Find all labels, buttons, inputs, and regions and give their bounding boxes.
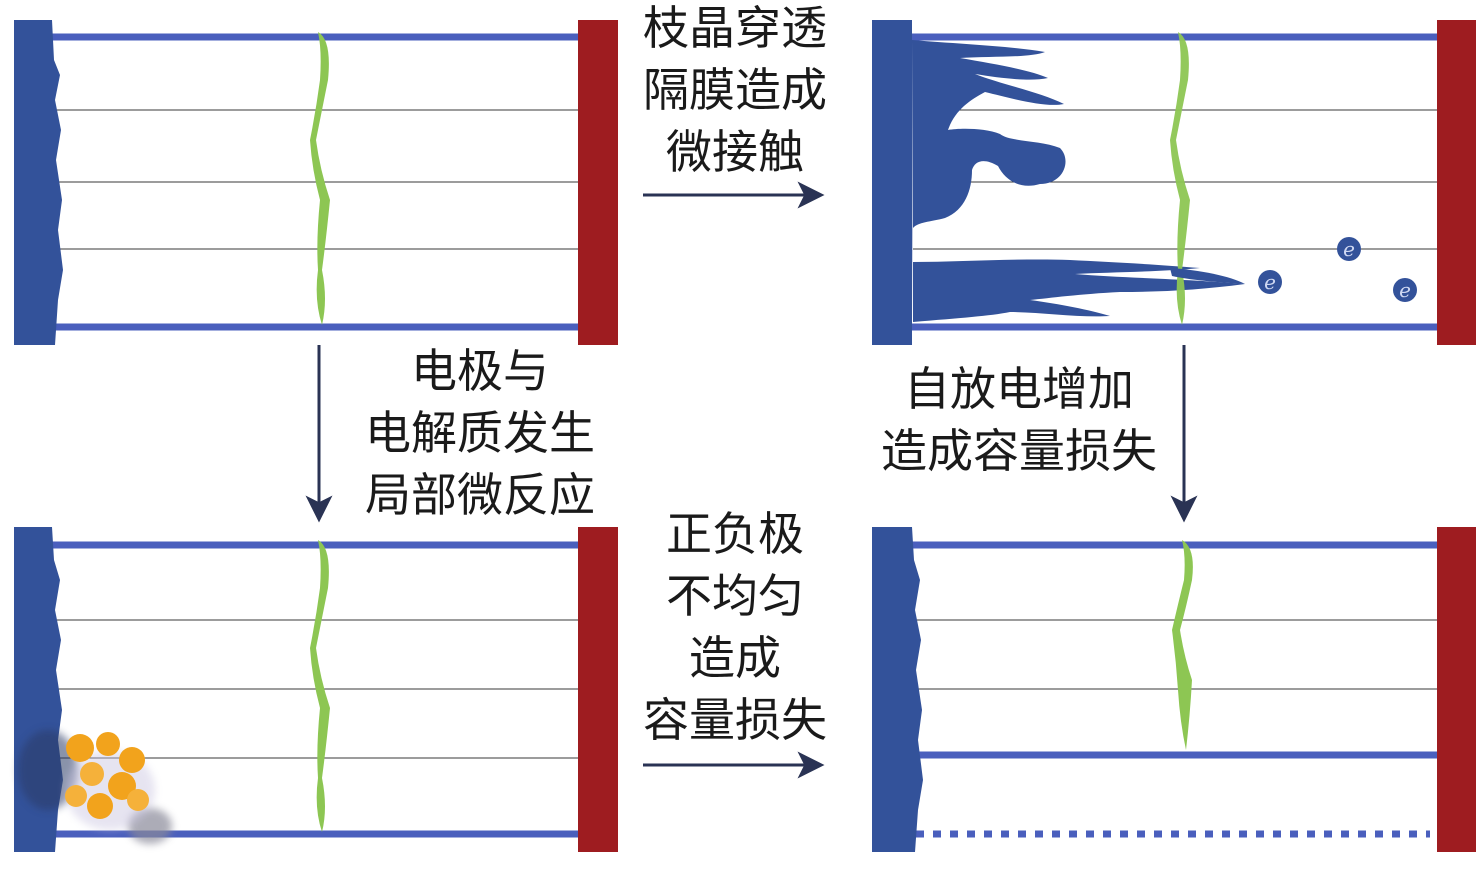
panel-initial — [14, 20, 618, 345]
label-micro-reaction: 电极与 电解质发生 局部微反应 — [340, 340, 620, 526]
label-line: 电解质发生 — [365, 406, 595, 460]
panel-dendrite: e e e — [872, 20, 1476, 345]
cathode-electrode — [578, 20, 618, 345]
label-line: 隔膜造成 — [643, 63, 827, 117]
label-line: 微接触 — [666, 125, 804, 179]
svg-text:e: e — [1343, 237, 1355, 261]
label-line: 局部微反应 — [365, 468, 595, 522]
separator — [310, 540, 330, 832]
anode-electrode — [872, 20, 912, 345]
label-line: 容量损失 — [643, 693, 827, 747]
label-self-discharge: 自放电增加 造成容量损失 — [858, 358, 1180, 482]
separator — [1172, 540, 1193, 750]
label-dendrite-contact: 枝晶穿透 隔膜造成 微接触 — [620, 0, 850, 183]
anode-electrode — [14, 20, 63, 345]
anode-electrode — [872, 527, 923, 852]
svg-text:e: e — [1399, 278, 1411, 302]
label-line: 枝晶穿透 — [643, 1, 827, 55]
separator — [1170, 32, 1190, 325]
label-line: 自放电增加 — [904, 362, 1134, 416]
label-line: 造成容量损失 — [881, 424, 1157, 478]
dendrite-tip — [1170, 268, 1245, 284]
panel-micro-reaction — [14, 527, 618, 852]
label-uneven-electrodes: 正负极 不均匀 造成 容量损失 — [620, 503, 850, 751]
separator — [310, 32, 330, 325]
cathode-electrode — [578, 527, 618, 852]
panel-uneven — [872, 527, 1476, 852]
label-line: 不均匀 — [666, 569, 804, 623]
cathode-electrode — [1437, 527, 1476, 852]
label-line: 电极与 — [411, 344, 549, 398]
electron-icon: e — [1393, 278, 1417, 302]
label-line: 正负极 — [666, 507, 804, 561]
lithium-dendrites — [912, 40, 1245, 322]
cathode-electrode — [1437, 20, 1476, 345]
svg-text:e: e — [1264, 270, 1276, 294]
reaction-deposits — [18, 730, 172, 844]
electron-icon: e — [1258, 270, 1282, 294]
label-line: 造成 — [689, 631, 781, 685]
electron-icon: e — [1337, 237, 1361, 261]
